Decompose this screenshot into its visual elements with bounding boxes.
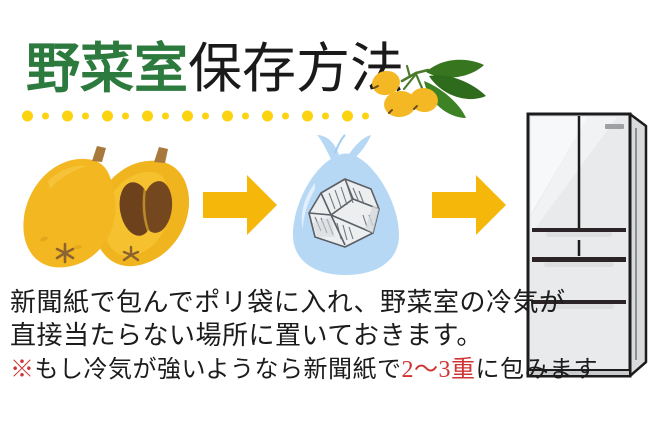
arrow-right-icon-2 [432,172,506,238]
instruction-text-block: 新聞紙で包んでポリ袋に入れ、野菜室の冷気が 直接当たらない場所に置いておきます。… [10,286,598,386]
divider-dot [62,110,73,122]
page-title: 野菜室保存方法 [26,38,426,104]
divider-dot [42,112,49,120]
divider-dot [22,110,33,122]
arrow-right-icon-1 [203,172,277,238]
divider-dot [162,112,169,120]
divider-dot [102,110,113,122]
instruction-line-1: 新聞紙で包んでポリ袋に入れ、野菜室の冷気が [10,288,566,317]
page-title-black-segment: 保存方法 [188,39,404,99]
divider-dot [342,110,353,122]
divider-dot [242,112,249,120]
note-text-after: に包みます [475,357,599,383]
loquat-branch-icon [366,48,496,124]
step-icon-plastic-bag [287,133,407,281]
note-highlight: 2〜3重 [401,357,476,383]
divider-dot [302,110,313,122]
step-icon-refrigerator [518,104,658,394]
divider-dot [142,110,153,122]
divider-dot [182,110,193,122]
divider-dot [202,112,209,120]
divider-dot [82,112,89,120]
divider-dot [362,112,369,120]
instruction-line-2: 直接当たらない場所に置いておきます。 [10,321,483,350]
divider-dot [282,112,289,120]
dotted-divider [22,108,372,124]
page-title-green-segment: 野菜室 [26,39,188,99]
divider-dot [122,112,129,120]
divider-dot [222,110,233,122]
note-text-before: もし冷気が強いようなら新聞紙で [34,357,402,383]
divider-dot [322,112,329,120]
step-icon-loquat-fruit [18,135,208,280]
note-mark: ※ [10,357,35,383]
instruction-note-line: ※もし冷気が強いようなら新聞紙で2〜3重に包みます [10,354,598,386]
divider-dot [262,110,273,122]
